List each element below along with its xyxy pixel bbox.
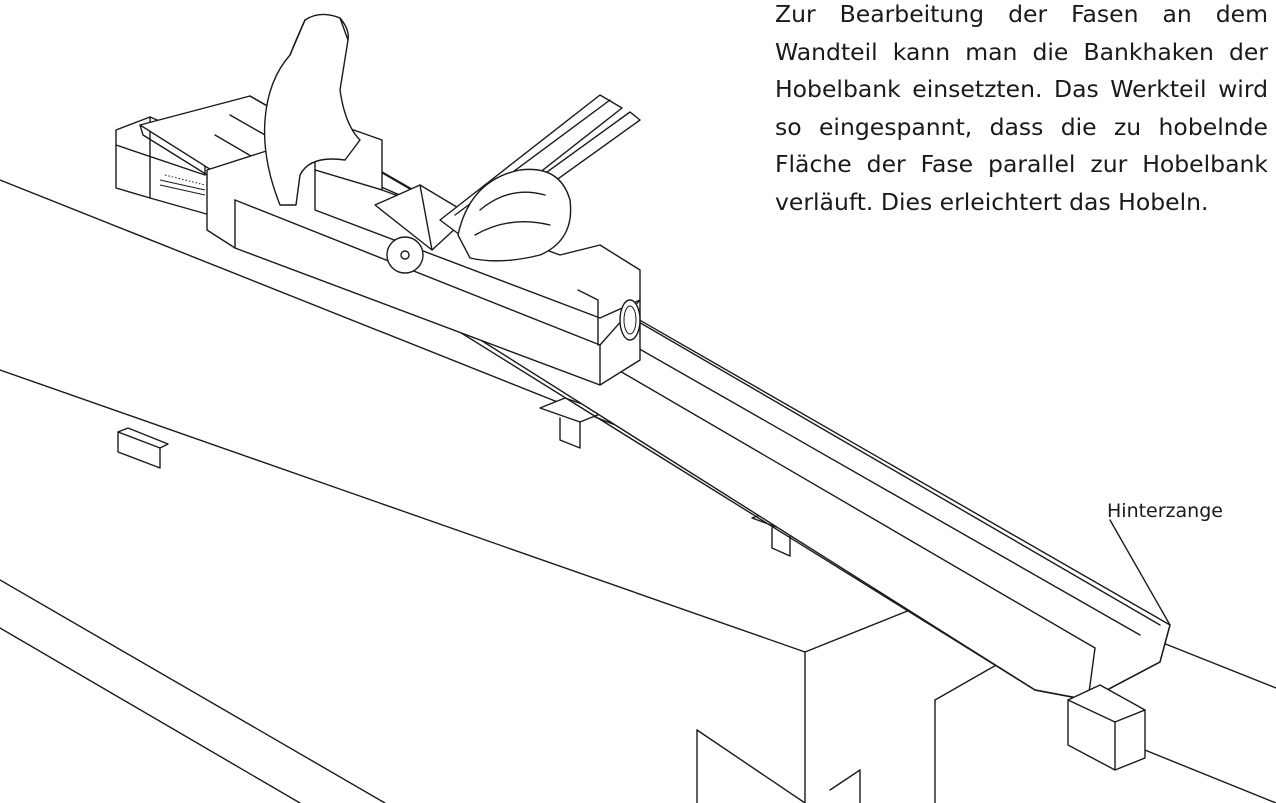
plane-handle: [263, 13, 361, 206]
rear-vise: [1067, 684, 1146, 771]
label-rear-vise: Hinterzange: [1107, 500, 1223, 522]
plane-knob: [457, 168, 572, 262]
caption-text: Zur Bearbeitung der Fasen an dem Wandtei…: [775, 0, 1268, 216]
